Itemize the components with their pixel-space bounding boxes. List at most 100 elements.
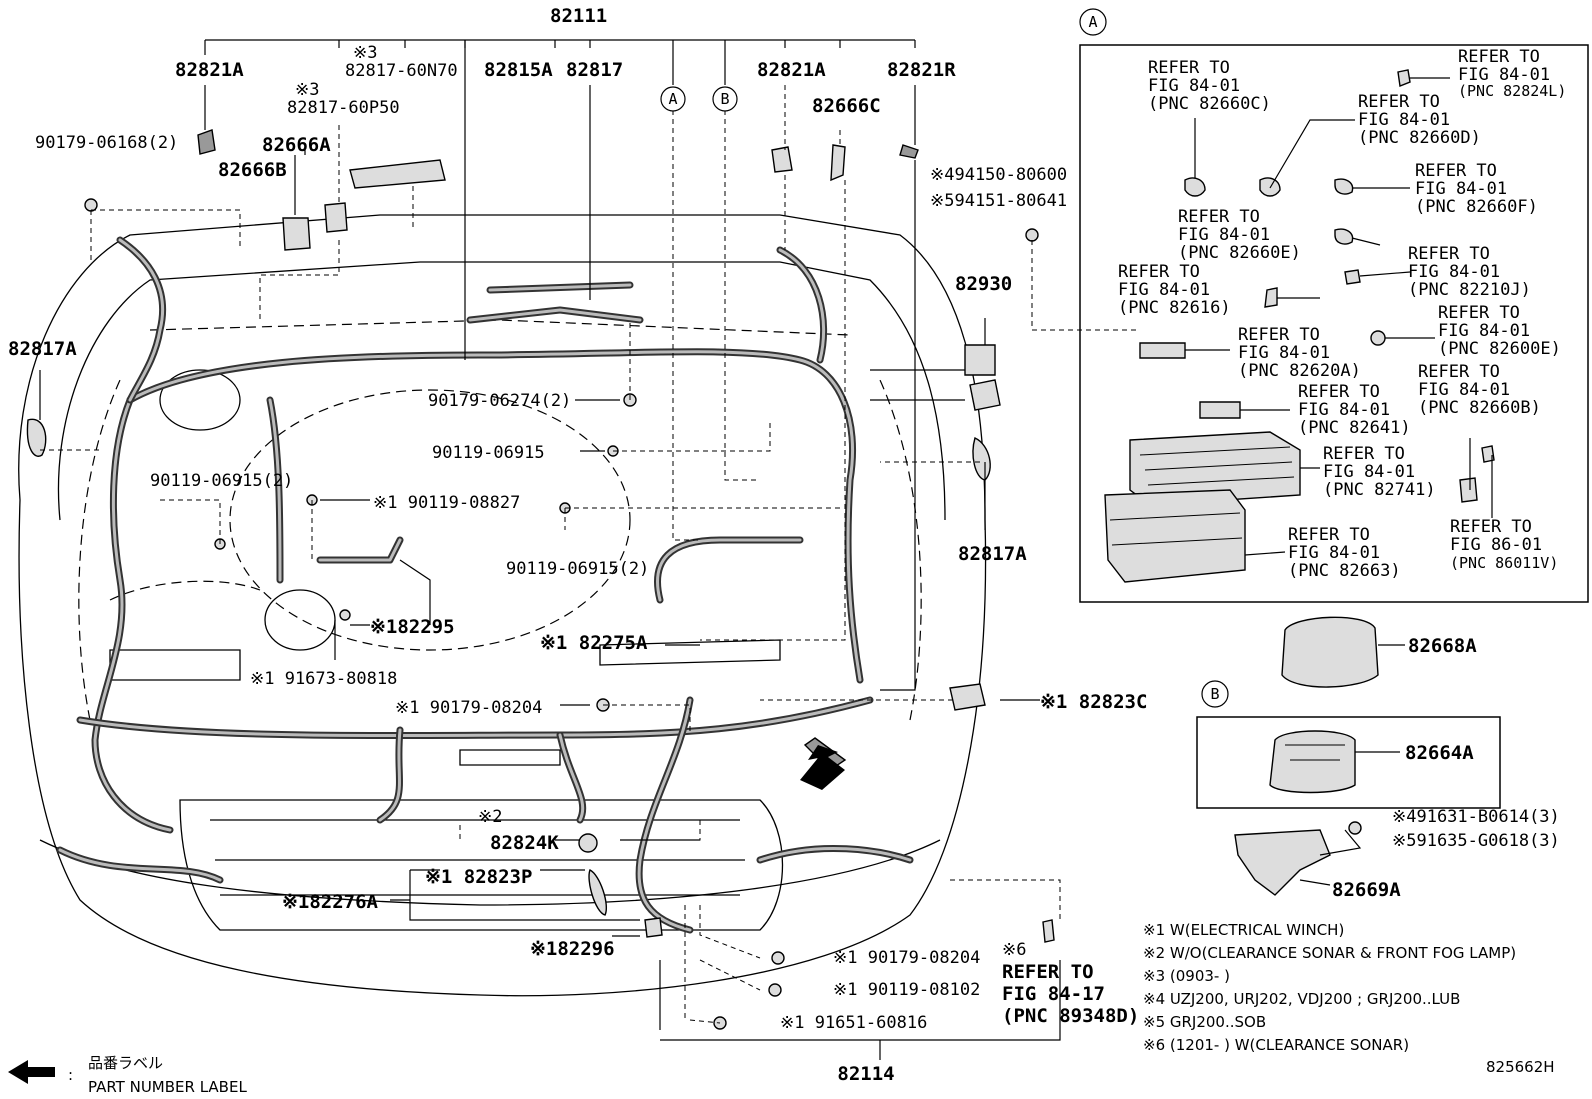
note-mark-3b: ※3: [295, 80, 319, 100]
svg-text:REFER TO: REFER TO: [1450, 517, 1532, 537]
svg-text:(PNC 82741): (PNC 82741): [1323, 480, 1436, 500]
label-82276a: ※182276A: [282, 891, 379, 913]
label-82823c: ※1 82823C: [1040, 691, 1147, 713]
label-82664a: 82664A: [1405, 742, 1474, 764]
ref-6-line3: (PNC 89348D): [1002, 1005, 1139, 1027]
label-82111: 82111: [550, 5, 607, 27]
svg-text:(PNC 82660B): (PNC 82660B): [1418, 398, 1541, 418]
notes: ※1 W(ELECTRICAL WINCH) ※2 W/O(CLEARANCE …: [1143, 921, 1516, 1054]
svg-text:(PNC 82616): (PNC 82616): [1118, 298, 1231, 318]
label-91673-80818: ※1 91673-80818: [250, 669, 397, 689]
left-arrow-icon: [8, 1060, 55, 1084]
svg-text:FIG 84-01: FIG 84-01: [1298, 400, 1390, 420]
label-82817-60n70: 82817-60N70: [345, 61, 458, 81]
legend-label-en: PART NUMBER LABEL: [88, 1078, 247, 1096]
label-82296: ※182296: [530, 938, 615, 960]
svg-text:FIG 84-01: FIG 84-01: [1178, 225, 1270, 245]
svg-text:REFER TO: REFER TO: [1288, 525, 1370, 545]
label-91631-b0614: ※491631-B0614(3): [1392, 807, 1560, 827]
label-82817a-right: 82817A: [958, 543, 1027, 565]
label-82669a: 82669A: [1332, 879, 1401, 901]
svg-text:FIG 84-01: FIG 84-01: [1418, 380, 1510, 400]
svg-text:FIG 84-01: FIG 84-01: [1408, 262, 1500, 282]
legend-colon: :: [68, 1066, 73, 1084]
svg-text:FIG 84-01: FIG 84-01: [1148, 76, 1240, 96]
svg-text:FIG 84-01: FIG 84-01: [1415, 179, 1507, 199]
label-82821a-left: 82821A: [175, 59, 244, 81]
label-90179-06274: 90179-06274(2): [428, 391, 571, 411]
note-3: ※3 (0903- ): [1143, 967, 1230, 985]
svg-text:REFER TO: REFER TO: [1438, 303, 1520, 323]
svg-text:REFER TO: REFER TO: [1298, 382, 1380, 402]
svg-text:REFER TO: REFER TO: [1238, 325, 1320, 345]
svg-text:REFER TO: REFER TO: [1178, 207, 1260, 227]
svg-text:REFER TO: REFER TO: [1408, 244, 1490, 264]
label-90179-08204-bottom: ※1 90179-08204: [833, 948, 980, 968]
label-90119-06915-center: 90119-06915(2): [506, 559, 649, 579]
legend-label-jp: 品番ラベル: [88, 1054, 163, 1072]
label-94150-80600: ※494150-80600: [930, 165, 1067, 185]
svg-text:REFER TO: REFER TO: [1148, 58, 1230, 78]
label-82817-60p50: 82817-60P50: [287, 98, 400, 118]
label-82668a: 82668A: [1408, 635, 1477, 657]
label-82817a-left: 82817A: [8, 338, 77, 360]
svg-text:(PNC 82600E): (PNC 82600E): [1438, 339, 1561, 359]
svg-text:(PNC 82620A): (PNC 82620A): [1238, 361, 1361, 381]
svg-text:FIG 84-01: FIG 84-01: [1323, 462, 1415, 482]
svg-text:FIG 86-01: FIG 86-01: [1450, 535, 1542, 555]
label-90119-08827: ※1 90119-08827: [373, 493, 520, 513]
legend: : 品番ラベル PART NUMBER LABEL 825662H: [8, 1054, 1555, 1096]
note-mark-3a: ※3: [353, 43, 377, 63]
note-5: ※5 GRJ200..SOB: [1143, 1013, 1266, 1031]
box-a-marker: A: [1088, 13, 1097, 31]
svg-text:(PNC 82660C): (PNC 82660C): [1148, 94, 1271, 114]
box-b-marker: B: [1210, 685, 1219, 703]
label-82275a: ※1 82275A: [540, 632, 648, 654]
wire-harness: [56, 236, 914, 934]
svg-text:(PNC 82641): (PNC 82641): [1298, 418, 1411, 438]
label-82666c: 82666C: [812, 95, 881, 117]
label-90119-06915: 90119-06915: [432, 443, 545, 463]
label-82815a: 82815A: [484, 59, 553, 81]
diagram-id: 825662H: [1486, 1058, 1555, 1076]
label-82930: 82930: [955, 273, 1012, 295]
ref-6-line1: REFER TO: [1002, 961, 1094, 983]
label-82817: 82817: [566, 59, 623, 81]
label-82824k: 82824K: [490, 832, 559, 854]
svg-text:(PNC 82663): (PNC 82663): [1288, 561, 1401, 581]
note-4: ※4 UZJ200, URJ202, VDJ200 ; GRJ200..LUB: [1143, 990, 1460, 1008]
svg-text:FIG 84-01: FIG 84-01: [1118, 280, 1210, 300]
label-90119-08102: ※1 90119-08102: [833, 980, 980, 1000]
svg-text:FIG 84-01: FIG 84-01: [1438, 321, 1530, 341]
part-number-label-arrow: [800, 745, 845, 790]
svg-text:REFER TO: REFER TO: [1458, 47, 1540, 67]
label-82823p: ※1 82823P: [425, 866, 532, 888]
svg-text:(PNC 86011V): (PNC 86011V): [1450, 554, 1558, 572]
note-6: ※6 (1201- ) W(CLEARANCE SONAR): [1143, 1036, 1409, 1054]
label-82821a-right: 82821A: [757, 59, 826, 81]
label-91651-60816: ※1 91651-60816: [780, 1013, 927, 1033]
svg-text:(PNC 82660F): (PNC 82660F): [1415, 197, 1538, 217]
svg-text:FIG 84-01: FIG 84-01: [1358, 110, 1450, 130]
right-detail-parts: B: [1196, 616, 1501, 896]
label-82666a: 82666A: [262, 134, 331, 156]
ref-6-line2: FIG 84-17: [1002, 983, 1105, 1005]
svg-text:REFER TO: REFER TO: [1358, 92, 1440, 112]
svg-text:FIG 84-01: FIG 84-01: [1458, 65, 1550, 85]
svg-text:FIG 84-01: FIG 84-01: [1238, 343, 1330, 363]
label-82114: 82114: [837, 1063, 894, 1085]
svg-text:(PNC 82824L): (PNC 82824L): [1458, 82, 1566, 100]
